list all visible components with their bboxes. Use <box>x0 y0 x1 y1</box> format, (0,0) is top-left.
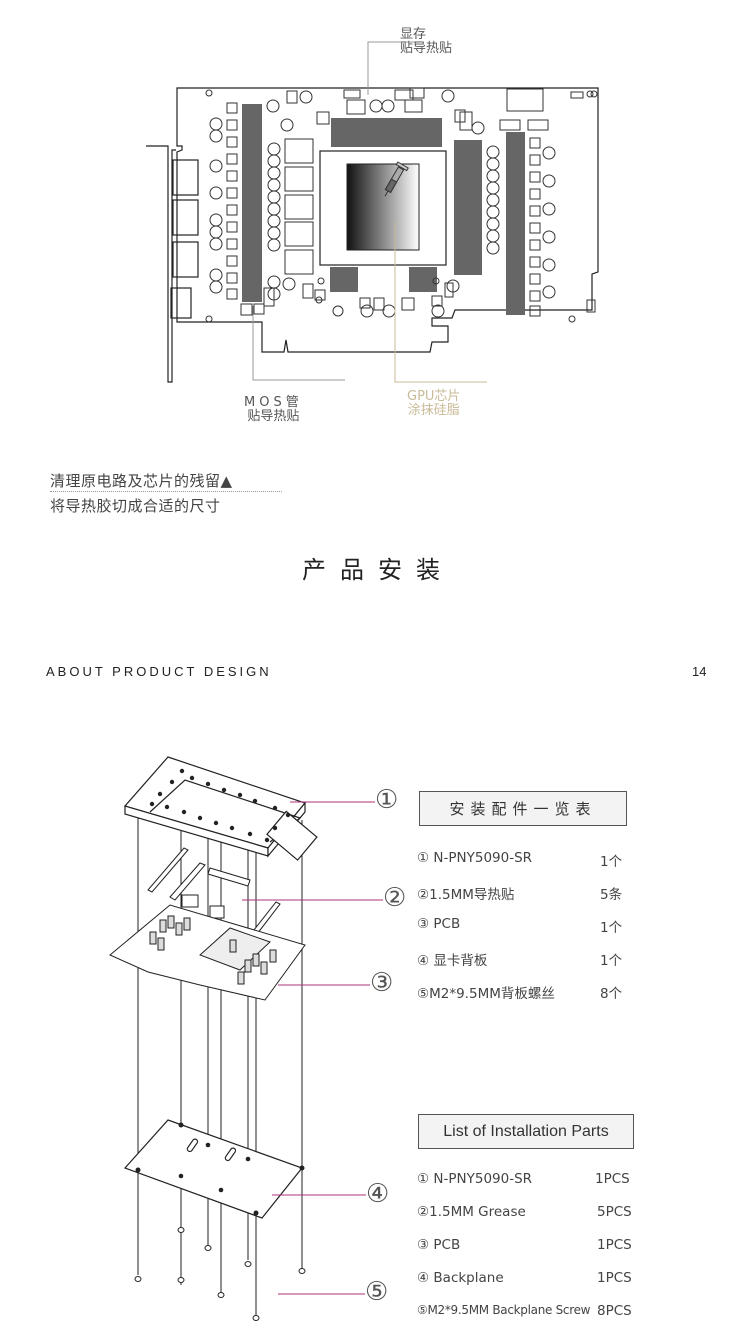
gpu-leader <box>394 222 487 383</box>
label-mos: MOS管 贴导热贴 <box>244 396 303 424</box>
waterblock <box>123 756 318 861</box>
section-title: 产品安装 <box>302 556 454 584</box>
label-gpu: GPU芯片 涂抹硅脂 <box>407 390 460 418</box>
parts-cn-item: ③ PCB <box>417 916 461 932</box>
callout-4: ④ <box>366 1179 390 1209</box>
note-line2: 将导热胶切成合适的尺寸 <box>50 497 221 515</box>
parts-en-qty: 1PCS <box>597 1237 632 1253</box>
parts-cn-item: ① N-PNY5090-SR <box>417 850 533 866</box>
vram-leader <box>367 41 420 95</box>
syringe-icon <box>384 161 409 197</box>
vram-pad-br <box>409 267 437 292</box>
parts-cn-item: ④ 显卡背板 <box>417 953 488 969</box>
parts-cn-item: ⑤M2*9.5MM背板螺丝 <box>417 986 555 1002</box>
pcb-board <box>109 904 306 1001</box>
callout-1: ① <box>375 785 399 815</box>
label-vram-line2: 贴导热贴 <box>400 41 453 56</box>
label-mos-line1: MOS管 <box>244 395 303 410</box>
note-divider <box>50 491 282 492</box>
parts-cn-list: ① N-PNY5090-SR 1个 ②1.5MM导热贴 5条 ③ PCB 1个 … <box>417 850 647 1020</box>
label-gpu-line2: 涂抹硅脂 <box>407 403 460 418</box>
parts-cn-title: 安装配件一览表 <box>419 791 627 826</box>
vram-pad-bl <box>330 267 358 292</box>
parts-en-qty: 1PCS <box>597 1270 632 1286</box>
parts-cn-qty: 1个 <box>600 953 623 969</box>
parts-cn-qty: 1个 <box>600 920 623 936</box>
parts-cn-qty: 8个 <box>600 986 623 1002</box>
exploded-view <box>109 756 383 1321</box>
gpu-die <box>346 163 420 251</box>
callout-3: ③ <box>370 968 394 998</box>
label-mos-line2: 贴导热贴 <box>247 409 300 424</box>
thermal-pads <box>147 847 281 939</box>
parts-cn-item: ②1.5MM导热贴 <box>417 887 515 903</box>
pcb-diagram <box>146 41 599 383</box>
parts-en-title: List of Installation Parts <box>418 1114 634 1149</box>
mos-pad-left <box>242 104 262 302</box>
label-gpu-line1: GPU芯片 <box>407 389 461 404</box>
parts-en-list: ① N-PNY5090-SR 1PCS ②1.5MM Grease 5PCS ③… <box>417 1171 647 1341</box>
page-number: 14 <box>692 664 707 679</box>
about-heading: ABOUT PRODUCT DESIGN <box>46 664 272 679</box>
parts-cn-qty: 5条 <box>600 887 623 903</box>
parts-cn-qty: 1个 <box>600 854 623 870</box>
mos-pad-far-right <box>506 132 525 315</box>
gpu-frame <box>319 150 447 266</box>
parts-en-qty: 8PCS <box>597 1303 632 1319</box>
parts-en-qty: 1PCS <box>595 1171 630 1187</box>
vram-pad-top <box>331 118 442 147</box>
parts-en-item: ⑤M2*9.5MM Backplane Screw <box>417 1303 591 1317</box>
parts-en-item: ②1.5MM Grease <box>417 1204 526 1220</box>
parts-en-item: ③ PCB <box>417 1237 461 1253</box>
io-bracket <box>146 145 176 383</box>
callout-2: ② <box>383 883 407 913</box>
parts-en-item: ① N-PNY5090-SR <box>417 1171 533 1187</box>
mos-leader <box>252 306 345 381</box>
label-vram: 显存 贴导热贴 <box>400 28 452 56</box>
backplane <box>123 1119 303 1219</box>
callout-5: ⑤ <box>365 1277 389 1307</box>
note-line1: 清理原电路及芯片的残留▲ <box>50 472 233 490</box>
screws <box>134 1227 306 1321</box>
parts-en-qty: 5PCS <box>597 1204 632 1220</box>
pcb-outline <box>176 87 599 353</box>
label-vram-line1: 显存 <box>400 27 427 42</box>
parts-en-item: ④ Backplane <box>417 1270 504 1286</box>
mos-pad-right <box>454 140 482 275</box>
